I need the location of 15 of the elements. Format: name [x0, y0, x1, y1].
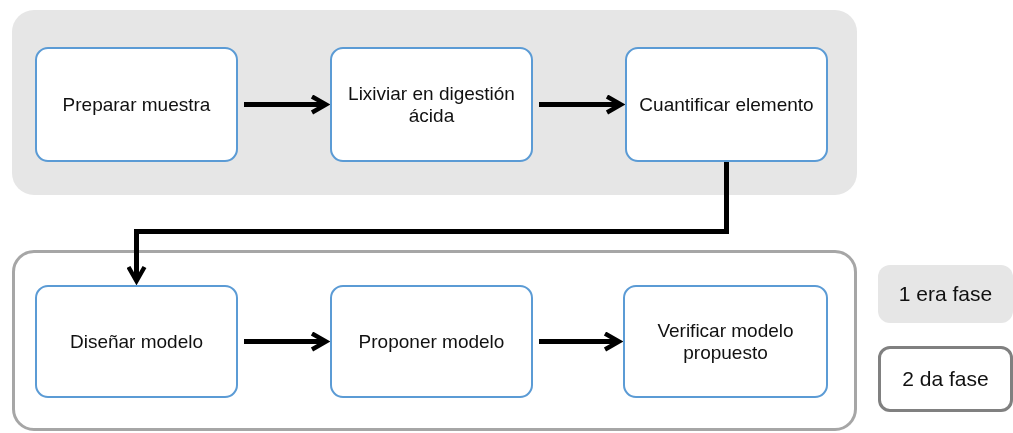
process-box: Cuantificar elemento	[625, 47, 828, 162]
phase-frame	[12, 250, 857, 431]
process-box: Proponer modelo	[330, 285, 533, 398]
arrow	[126, 162, 729, 284]
arrow	[539, 331, 622, 352]
legend-label: 1 era fase	[898, 282, 993, 306]
process-box: Diseñar modelo	[35, 285, 238, 398]
arrow	[539, 94, 624, 115]
legend-label: 2 da fase	[902, 367, 989, 391]
process-box: Preparar muestra	[35, 47, 238, 162]
process-box: Lixiviar en digestión ácida	[330, 47, 533, 162]
phase-panel	[12, 10, 857, 195]
process-box: Verificar modelo propuesto	[623, 285, 828, 398]
arrow	[244, 331, 329, 352]
arrow	[244, 94, 329, 115]
